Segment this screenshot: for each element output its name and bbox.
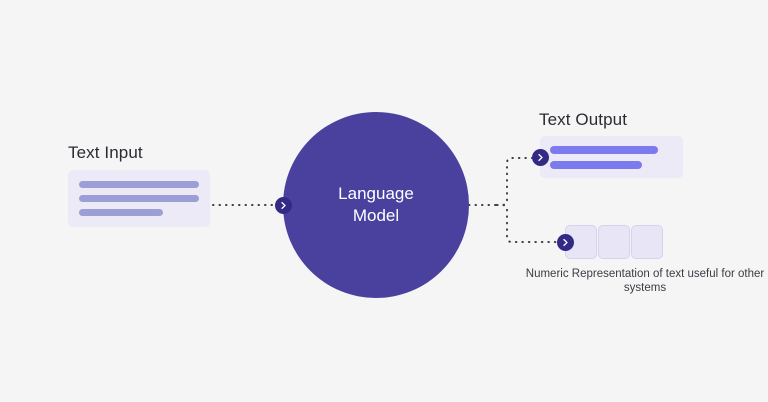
chevron-right-icon	[532, 149, 549, 166]
output-bar-1	[550, 145, 659, 154]
text-output-label: Text Output	[539, 110, 628, 129]
language-model-node: Language Model	[283, 112, 469, 298]
numeric-cell	[598, 225, 630, 259]
numeric-representation-caption: Numeric Representation of text useful fo…	[525, 268, 765, 294]
text-input-label: Text Input	[68, 143, 143, 162]
language-model-label: Language Model	[338, 184, 414, 225]
input-bar-2	[79, 195, 199, 202]
numeric-representation-row	[565, 225, 663, 259]
numeric-cell	[631, 225, 663, 259]
output-bar-2	[550, 160, 643, 169]
text-output-card	[540, 136, 683, 178]
wire-model-to-text-output	[496, 157, 535, 206]
chevron-right-icon	[557, 234, 574, 251]
chevron-right-icon	[275, 197, 292, 214]
input-bar-3	[79, 209, 163, 216]
wire-model-to-numeric	[496, 204, 560, 243]
input-bar-1	[79, 181, 199, 188]
text-input-card	[68, 170, 210, 227]
